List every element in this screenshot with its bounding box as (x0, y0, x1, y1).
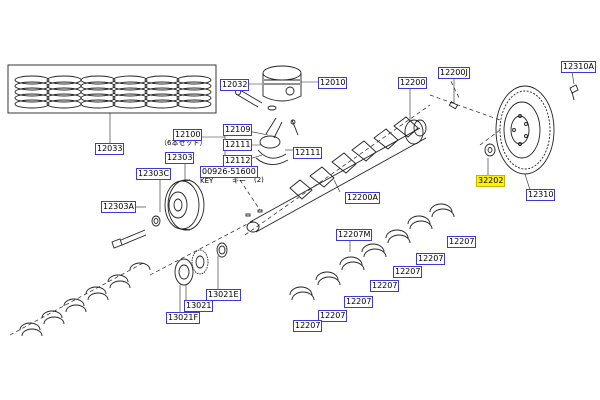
part-label-12207-2[interactable]: 12207 (416, 253, 446, 265)
part-label-32202[interactable]: 32202 (476, 175, 506, 187)
main-bearings-icon (289, 203, 455, 301)
part-label-12207-5[interactable]: 12207 (344, 296, 374, 308)
connecting-rod-icon (255, 117, 299, 165)
leader-lines (109, 71, 575, 312)
part-label-12207-6[interactable]: 12207 (318, 310, 348, 322)
timing-sprocket-icon (191, 249, 209, 275)
part-label-12100[interactable]: 12100 (173, 129, 203, 141)
part-label-12109[interactable]: 12109 (223, 124, 253, 136)
key-label-en: KEY (200, 177, 214, 185)
part-label-12207-4[interactable]: 12207 (370, 280, 400, 292)
part-label-12111-a[interactable]: 12111 (223, 139, 253, 151)
dowel-pin-icon (448, 101, 459, 110)
part-label-12303A[interactable]: 12303A (101, 201, 136, 213)
lower-bearings-icon (19, 262, 151, 337)
crank-seal-icon (174, 258, 194, 286)
key-quantity: (2) (254, 176, 264, 184)
part-label-12207-1[interactable]: 12207 (447, 236, 477, 248)
guide-lines (9, 74, 501, 336)
piston-pin-icon (235, 88, 277, 111)
part-label-12112[interactable]: 12112 (223, 155, 253, 167)
crank-pulley-icon (164, 179, 205, 231)
part-label-12033[interactable]: 12033 (95, 143, 125, 155)
pulley-washer-icon (151, 215, 161, 227)
part-label-12310[interactable]: 12310 (526, 189, 556, 201)
crankshaft-icon (246, 116, 427, 233)
part-label-12303[interactable]: 12303 (165, 152, 195, 164)
part-label-12207-7[interactable]: 12207 (293, 320, 323, 332)
part-label-12310A[interactable]: 12310A (561, 61, 596, 73)
pulley-bolt-icon (111, 229, 147, 249)
pilot-bearing-icon (484, 143, 496, 157)
part-label-12200[interactable]: 12200 (398, 77, 428, 89)
spacer-ring-icon (216, 242, 228, 258)
piston-rings-icon (7, 64, 217, 114)
part-label-12111-b[interactable]: 12111 (293, 147, 323, 159)
piston-icon (262, 65, 302, 102)
part-label-12303C[interactable]: 12303C (136, 168, 172, 180)
part-label-00926-51600[interactable]: 00926-51600 (200, 166, 258, 178)
part-label-12200J[interactable]: 12200J (438, 67, 470, 79)
part-label-13021E[interactable]: 13021E (206, 289, 241, 301)
flywheel-icon (495, 85, 555, 175)
woodruff-key-icon (245, 209, 263, 217)
part-label-12207M[interactable]: 12207M (336, 229, 373, 241)
part-label-12010[interactable]: 12010 (318, 77, 348, 89)
part-label-12200A[interactable]: 12200A (345, 192, 380, 204)
set-note: （6本セット） (160, 139, 207, 147)
flywheel-bolt-icon (569, 84, 579, 101)
part-label-13021F[interactable]: 13021F (166, 312, 201, 324)
part-label-13021[interactable]: 13021 (184, 300, 214, 312)
part-label-12207-3[interactable]: 12207 (393, 266, 423, 278)
key-label-jp: キー (232, 177, 246, 185)
part-label-12032[interactable]: 12032 (220, 79, 250, 91)
